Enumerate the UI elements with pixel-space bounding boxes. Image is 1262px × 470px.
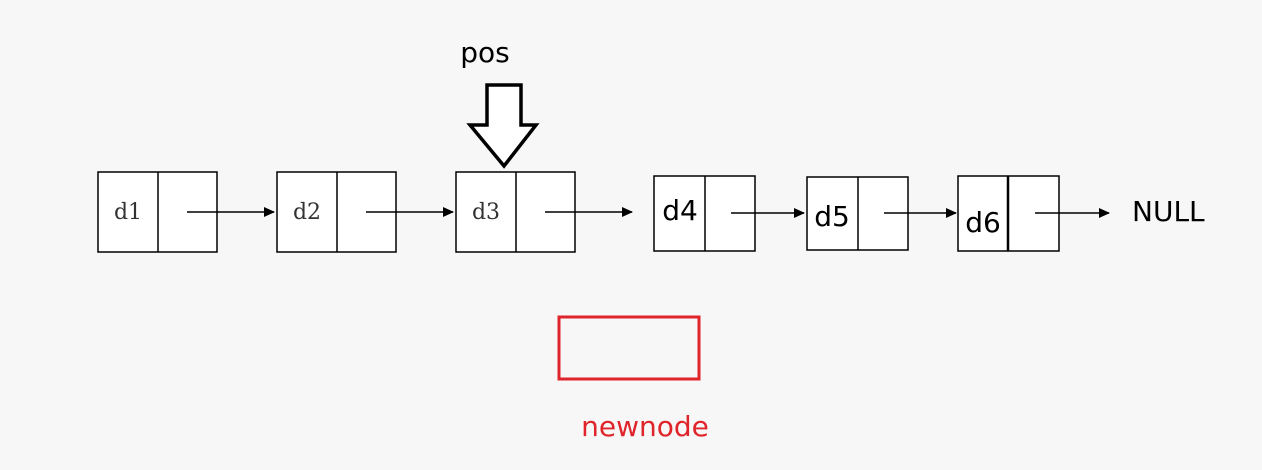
node-d5-label: d5 (814, 200, 850, 233)
node-d2-label: d2 (293, 200, 321, 225)
pos-down-arrow-icon (466, 83, 540, 169)
node-d1-label: d1 (114, 200, 142, 225)
pos-label: pos (460, 36, 510, 69)
new-node-label: newnode (581, 410, 709, 443)
null-label: NULL (1132, 195, 1205, 228)
node-d4-label: d4 (662, 194, 698, 227)
new-node-box (557, 315, 701, 381)
node-d6-label: d6 (965, 206, 1001, 239)
node-d3-label: d3 (472, 200, 500, 225)
